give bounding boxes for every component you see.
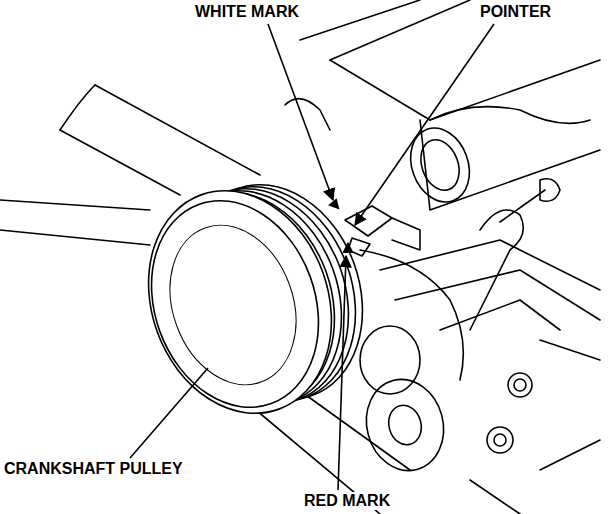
white-mark-label: WHITE MARK [193,3,301,21]
pulley-label: CRANKSHAFT PULLEY [2,460,185,478]
red-mark-label: RED MARK [302,492,392,510]
pointer-label: POINTER [478,3,553,21]
